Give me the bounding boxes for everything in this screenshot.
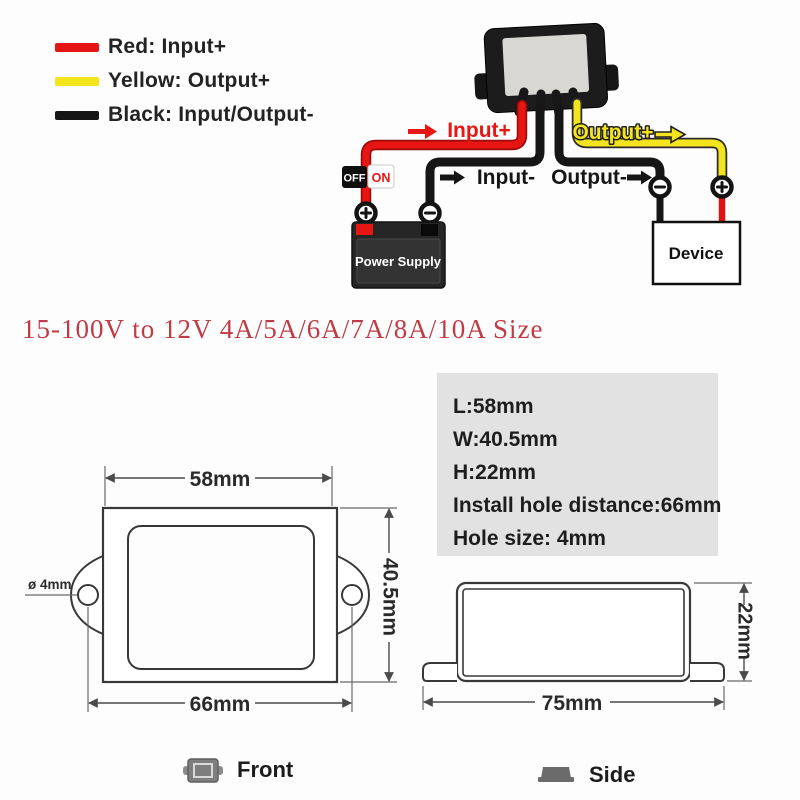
front-bottom-extension-lines bbox=[87, 607, 353, 712]
black-input-minus-wire bbox=[425, 103, 545, 211]
front-top-dim-label: 58mm bbox=[190, 468, 251, 491]
legend-row-black: Black: Input/Output- bbox=[55, 98, 314, 132]
front-view-drawing: 58mm 40.5mm ø 4mm 66mm bbox=[25, 466, 401, 716]
spec-box: L:58mm W:40.5mm H:22mm Install hole dist… bbox=[437, 373, 722, 556]
spec-height: H:22mm bbox=[453, 461, 536, 484]
input-minus-arrow-icon bbox=[440, 170, 465, 185]
front-left-hole bbox=[77, 584, 99, 606]
device-negative-terminal-icon bbox=[648, 175, 672, 199]
side-left-tab bbox=[422, 662, 457, 682]
yellow-wire-swatch bbox=[55, 76, 99, 86]
front-right-extension-lines bbox=[340, 507, 397, 683]
spec-width: W:40.5mm bbox=[453, 428, 558, 451]
side-inner-line bbox=[462, 588, 685, 677]
side-caption: Side bbox=[537, 762, 635, 788]
front-top-extension-lines bbox=[104, 466, 333, 506]
power-supply-label: Power Supply bbox=[355, 254, 442, 269]
side-bottom-extension-lines bbox=[422, 686, 725, 710]
power-supply-positive-tab bbox=[356, 224, 373, 235]
wiring-diagram: Input+ Output+ Input- Output- OFF ON bbox=[342, 22, 742, 289]
terminals bbox=[354, 175, 734, 225]
spec-length: L:58mm bbox=[453, 395, 534, 418]
black-output-minus-wire bbox=[554, 103, 665, 184]
front-caption: Front bbox=[183, 757, 293, 783]
device-body bbox=[651, 220, 742, 286]
input-plus-arrow-icon bbox=[408, 124, 437, 139]
side-right-dim-label: 22mm bbox=[734, 602, 756, 660]
side-view-drawing: 75mm 22mm bbox=[422, 581, 756, 715]
side-right-tab bbox=[690, 662, 725, 682]
power-switch: OFF ON bbox=[342, 164, 395, 189]
spec-hole-distance: Install hole distance:66mm bbox=[453, 494, 722, 517]
output-plus-arrow-icon bbox=[654, 125, 687, 144]
black-wire-swatch bbox=[55, 110, 99, 120]
side-right-extension-lines bbox=[694, 582, 752, 682]
power-supply-negative-tab bbox=[421, 224, 438, 236]
switch-on-label: ON bbox=[372, 171, 391, 185]
power-supply-panel bbox=[356, 238, 441, 284]
device-positive-terminal-icon bbox=[710, 175, 734, 199]
front-right-dim-label: 40.5mm bbox=[378, 558, 401, 636]
power-supply-negative-terminal-icon bbox=[418, 201, 442, 225]
output-minus-label: Output- bbox=[551, 166, 627, 189]
front-inner-panel bbox=[127, 525, 315, 670]
input-minus-label: Input- bbox=[477, 166, 535, 189]
device-box: Device bbox=[651, 220, 742, 286]
legend-row-red: Red: Input+ bbox=[55, 30, 314, 64]
switch-on-button bbox=[367, 164, 395, 189]
side-view-icon bbox=[538, 767, 574, 782]
converter-label-plate bbox=[502, 34, 590, 97]
input-plus-label: Input+ bbox=[447, 119, 511, 142]
device-label: Device bbox=[669, 244, 724, 263]
power-supply-positive-terminal-icon bbox=[354, 201, 378, 225]
side-bottom-dim-label: 75mm bbox=[542, 692, 603, 715]
side-body-outline bbox=[455, 581, 692, 683]
switch-off-button bbox=[342, 166, 367, 188]
output-minus-arrow-icon bbox=[627, 170, 652, 185]
front-caption-label: Front bbox=[237, 757, 294, 782]
legend-label-yellow: Yellow: Output+ bbox=[108, 69, 271, 92]
front-right-hole bbox=[341, 584, 363, 606]
legend-row-yellow: Yellow: Output+ bbox=[55, 64, 314, 98]
front-view-icon bbox=[183, 757, 223, 783]
spec-hole-size: Hole size: 4mm bbox=[453, 527, 606, 550]
product-title: 15-100V to 12V 4A/5A/6A/7A/8A/10A Size bbox=[22, 314, 544, 344]
legend-label-black: Black: Input/Output- bbox=[108, 103, 314, 126]
red-input-wire bbox=[362, 101, 526, 210]
wire-color-legend: Red: Input+ Yellow: Output+ Black: Input… bbox=[55, 30, 314, 132]
front-bottom-dim-label: 66mm bbox=[190, 693, 251, 716]
red-wire-swatch bbox=[55, 42, 99, 52]
power-supply-box: Power Supply bbox=[351, 221, 446, 289]
legend-label-red: Red: Input+ bbox=[108, 35, 227, 58]
output-plus-label: Output+ bbox=[572, 121, 653, 144]
converter-module bbox=[474, 22, 619, 114]
switch-off-label: OFF bbox=[344, 173, 366, 185]
front-hole-size-label: ø 4mm bbox=[28, 577, 72, 592]
side-caption-label: Side bbox=[589, 762, 636, 787]
yellow-output-wire bbox=[573, 99, 726, 182]
